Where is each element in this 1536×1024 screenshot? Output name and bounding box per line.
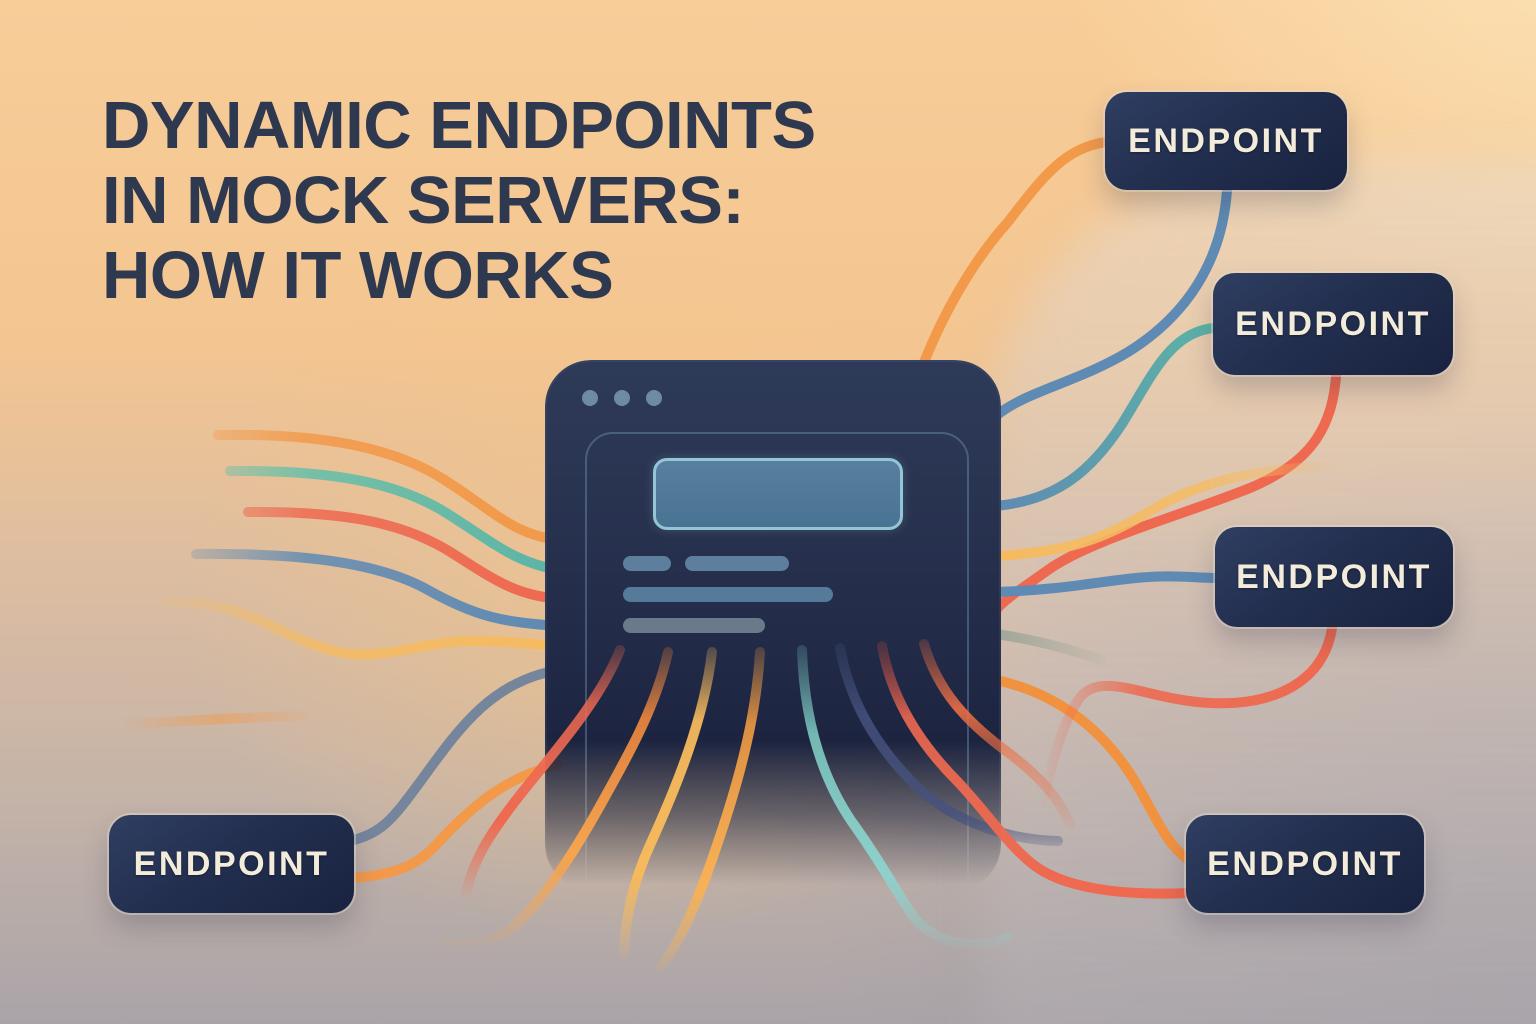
line-window-to-endpoint2-teal (991, 323, 1219, 511)
fan-line-coral-to-endpoint4 (877, 641, 1193, 899)
endpoint-label: ENDPOINT (1235, 304, 1431, 343)
endpoint-label: ENDPOINT (1128, 121, 1324, 160)
line-window-to-endpoint4-orange (991, 675, 1191, 863)
line-window-sage-fading (991, 629, 1107, 665)
page-title: DYNAMIC ENDPOINTS IN MOCK SERVERS: HOW I… (102, 88, 816, 313)
window-control-dot-icon (646, 390, 662, 406)
fan-line-orange (440, 647, 673, 951)
fan-line-orange-long (655, 647, 765, 973)
content-placeholder-bar (623, 556, 671, 571)
page-title-line3: HOW IT WORKS (102, 238, 614, 313)
line-endpoint3-bottom-coral (1037, 623, 1337, 808)
content-placeholder-bar (685, 556, 789, 571)
fan-line-coral (461, 645, 625, 900)
content-placeholder-bar (623, 618, 765, 633)
endpoint-label: ENDPOINT (1207, 844, 1403, 883)
line-left-gold (155, 596, 563, 660)
endpoint-label: ENDPOINT (1236, 557, 1432, 596)
endpoint-node-top-right: ENDPOINT (1105, 92, 1347, 190)
fan-line-navy (835, 643, 1063, 846)
fan-line-gold (619, 647, 717, 960)
fan-line-teal (797, 645, 1013, 950)
line-window-gold-fading (991, 461, 1341, 561)
fan-line-orangered (919, 639, 1075, 829)
line-window-to-endpoint1-orange (913, 137, 1111, 383)
line-left-faint-orange (123, 711, 310, 729)
page-title-line1: DYNAMIC ENDPOINTS (102, 88, 816, 163)
endpoint-node-bottom-left: ENDPOINT (109, 815, 354, 913)
line-left-coral (243, 506, 563, 604)
line-window-to-endpoint5-orange (347, 760, 563, 883)
line-window-to-endpoint3-steel (991, 571, 1219, 597)
endpoint-node-right-bottom: ENDPOINT (1186, 815, 1424, 913)
window-control-dot-icon (582, 390, 598, 406)
line-window-to-endpoint5-grayblue (345, 665, 563, 846)
line-left-orange (213, 429, 563, 545)
endpoint-label: ENDPOINT (133, 844, 330, 883)
endpoint-node-right-middle: ENDPOINT (1215, 527, 1453, 627)
window-control-dot-icon (614, 390, 630, 406)
url-bar (653, 458, 903, 530)
line-endpoint1-to-window-steel (991, 185, 1232, 421)
content-placeholder-bar (623, 587, 833, 602)
endpoint-node-right-upper: ENDPOINT (1213, 273, 1453, 375)
line-left-teal (225, 465, 563, 575)
mock-server-window (545, 360, 1001, 906)
line-left-steel (191, 548, 563, 631)
page-title-line2: IN MOCK SERVERS: (102, 163, 745, 238)
